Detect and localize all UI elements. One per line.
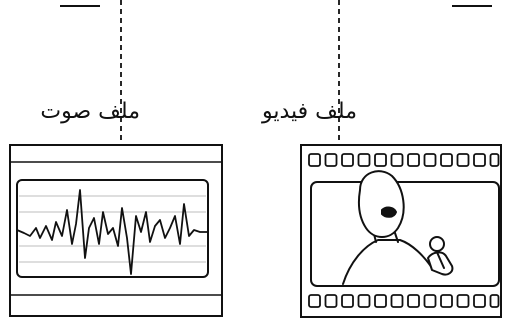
film-perforation — [359, 295, 370, 307]
film-perforation — [408, 154, 419, 166]
film-perforation — [441, 154, 452, 166]
film-perforation — [474, 295, 485, 307]
film-perforation — [441, 295, 452, 307]
video-file-label: ملف فيديو — [261, 99, 357, 124]
film-perforation — [491, 154, 499, 166]
film-perforation — [408, 295, 419, 307]
film-perforation — [392, 154, 403, 166]
film-perforation — [425, 154, 436, 166]
film-perforation — [326, 295, 337, 307]
film-strip-icon — [301, 145, 501, 317]
film-perforation — [491, 295, 499, 307]
film-perforation — [392, 295, 403, 307]
film-perforation — [359, 154, 370, 166]
film-perforation — [309, 154, 320, 166]
film-perforation — [458, 154, 469, 166]
film-perforation — [342, 154, 353, 166]
film-perforation — [425, 295, 436, 307]
film-perforation — [342, 295, 353, 307]
film-perforation — [474, 154, 485, 166]
film-perforation — [458, 295, 469, 307]
audio-waveform-icon — [10, 145, 222, 316]
film-perforation — [326, 154, 337, 166]
film-perforation — [309, 295, 320, 307]
audio-file-label: ملف صوت — [40, 99, 140, 124]
film-perforation — [375, 154, 386, 166]
microphone-head — [430, 237, 444, 251]
film-perforation — [375, 295, 386, 307]
singer-mouth — [382, 208, 396, 217]
singer-head — [359, 171, 404, 237]
